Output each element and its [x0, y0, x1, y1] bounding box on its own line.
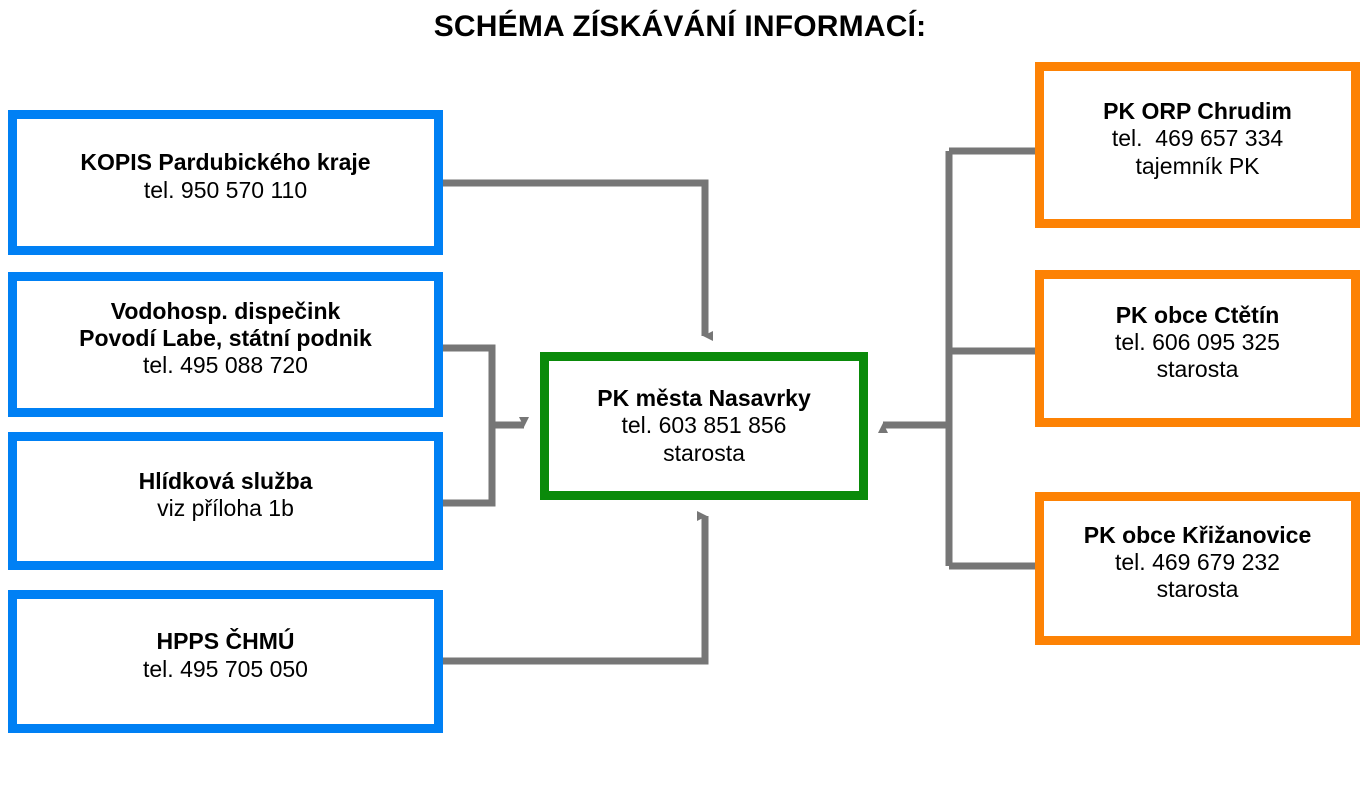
node-hlidkova-sluzba[interactable]: Hlídková služba viz příloha 1b [8, 432, 443, 570]
connector-hlidkova-to-center [443, 425, 496, 507]
node-pk-obce-krizanovice-role: starosta [1156, 576, 1239, 603]
node-pk-obce-krizanovice-phone: tel. 469 679 232 [1115, 548, 1280, 575]
node-pk-orp-chrudim-name: PK ORP Chrudim [1103, 98, 1292, 125]
node-pk-orp-chrudim-role: tajemník PK [1135, 152, 1260, 179]
node-pk-mesta-nasavrky[interactable]: PK města Nasavrky tel. 603 851 856 staro… [540, 352, 868, 500]
node-hpps-chmu-name: HPPS ČHMÚ [156, 628, 295, 655]
node-kopis[interactable]: KOPIS Pardubického kraje tel. 950 570 11… [8, 110, 443, 255]
node-pk-orp-chrudim[interactable]: PK ORP Chrudim tel. 469 657 334 tajemník… [1035, 62, 1360, 228]
node-pk-obce-ctetin-phone: tel. 606 095 325 [1115, 328, 1280, 355]
node-pk-mesta-nasavrky-name: PK města Nasavrky [597, 385, 811, 412]
node-pk-obce-ctetin[interactable]: PK obce Ctětín tel. 606 095 325 starosta [1035, 270, 1360, 427]
connector-kopis-to-center [443, 179, 713, 341]
node-kopis-name: KOPIS Pardubického kraje [80, 149, 371, 176]
node-pk-obce-ctetin-role: starosta [1156, 356, 1239, 383]
node-pk-obce-ctetin-name: PK obce Ctětín [1115, 301, 1280, 328]
node-hlidkova-sluzba-note: viz příloha 1b [157, 495, 294, 521]
node-hpps-chmu[interactable]: HPPS ČHMÚ tel. 495 705 050 [8, 590, 443, 733]
node-kopis-phone: tel. 950 570 110 [143, 176, 308, 203]
page-title: SCHÉMA ZÍSKÁVÁNÍ INFORMACÍ: [433, 10, 927, 43]
node-hlidkova-sluzba-name: Hlídková služba [138, 467, 313, 494]
node-pk-mesta-nasavrky-role: starosta [663, 439, 745, 466]
node-pk-mesta-nasavrky-phone: tel. 603 851 856 [621, 412, 787, 439]
node-pk-obce-krizanovice-name: PK obce Křižanovice [1083, 521, 1312, 548]
node-pk-obce-krizanovice[interactable]: PK obce Křižanovice tel. 469 679 232 sta… [1035, 492, 1360, 645]
node-vodohosp-name: Vodohosp. dispečink [110, 297, 341, 324]
node-vodohosp-name2: Povodí Labe, státní podnik [79, 324, 372, 351]
connector-hpps-to-center [443, 511, 709, 665]
node-vodohosp[interactable]: Vodohosp. dispečink Povodí Labe, státní … [8, 272, 443, 417]
node-vodohosp-phone: tel. 495 088 720 [143, 352, 308, 379]
connector-vodohosp-to-center [443, 344, 496, 425]
node-pk-orp-chrudim-phone: tel. 469 657 334 [1111, 125, 1284, 152]
node-hpps-chmu-phone: tel. 495 705 050 [143, 655, 308, 682]
